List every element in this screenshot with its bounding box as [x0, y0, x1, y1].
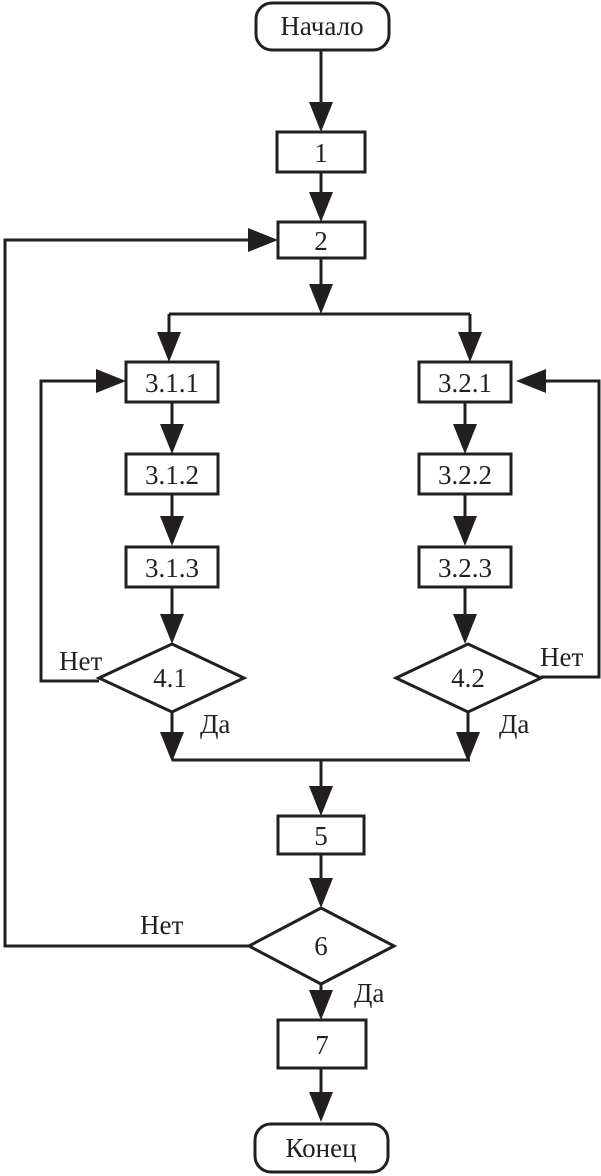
arrowhead-to-322: [453, 424, 477, 454]
arrowhead-to-42: [453, 614, 477, 644]
end-label: Конец: [285, 1133, 356, 1163]
decision-4-2: 4.2: [392, 642, 545, 714]
label-no-4-2: Нет: [540, 642, 583, 672]
label-yes-4-1: Да: [200, 709, 230, 739]
process-block-3-2-3: 3.2.3: [417, 545, 513, 589]
process-block-7: 7: [276, 1018, 368, 1070]
block-label: 3.1.1: [145, 368, 199, 398]
process-block-1: 1: [275, 130, 367, 174]
arrowhead-to-1: [309, 102, 333, 132]
arrowhead-to-6: [309, 878, 333, 908]
process-block-3-2-2: 3.2.2: [417, 452, 513, 496]
arrowhead-6-yes: [309, 990, 333, 1020]
label-yes-6: Да: [354, 978, 384, 1008]
block-label: 3.2.2: [438, 460, 492, 490]
block-label: 7: [315, 1030, 329, 1060]
block-label: 3.1.2: [145, 460, 199, 490]
label-yes-4-2: Да: [499, 709, 529, 739]
arrowhead-41-yes: [160, 732, 184, 762]
block-label: 2: [314, 226, 328, 256]
decision-label: 4.2: [451, 663, 485, 693]
arrowhead-to-312: [160, 424, 184, 454]
start-terminator: Начало: [254, 1, 391, 52]
decision-label: 6: [314, 931, 328, 961]
end-terminator: Конец: [253, 1122, 390, 1174]
decision-label: 4.1: [153, 663, 187, 693]
process-block-3-1-2: 3.1.2: [124, 452, 220, 496]
process-block-5: 5: [276, 814, 366, 856]
block-label: 5: [314, 821, 328, 851]
process-block-3-1-3: 3.1.3: [124, 545, 220, 589]
arrowhead-to-323: [453, 516, 477, 546]
process-block-3-1-1: 3.1.1: [124, 360, 220, 404]
block-label: 3.1.3: [145, 553, 199, 583]
arrowhead-to-41: [160, 614, 184, 644]
arrowhead-42-yes: [456, 732, 480, 762]
arrowhead-to-321: [458, 332, 482, 362]
arrowhead-to-313: [160, 516, 184, 546]
label-no-4-1: Нет: [59, 646, 102, 676]
arrowhead-to-311: [157, 332, 181, 362]
decision-6: 6: [245, 906, 398, 986]
process-block-2: 2: [276, 220, 367, 260]
process-block-3-2-1: 3.2.1: [417, 360, 513, 404]
label-no-6: Нет: [140, 910, 183, 940]
arrowhead-split: [309, 284, 333, 314]
arrowheads: [96, 102, 546, 1122]
decision-4-1: 4.1: [95, 642, 248, 714]
arrowhead-to-end: [309, 1092, 333, 1122]
start-label: Начало: [280, 11, 363, 41]
arrowhead-to-5: [309, 786, 333, 816]
arrowhead-loop-42: [516, 369, 546, 393]
arrowhead-loop-6: [248, 228, 278, 252]
block-label: 3.2.1: [438, 368, 492, 398]
arrowhead-loop-41: [96, 369, 126, 393]
arrowhead-to-2: [309, 192, 333, 222]
block-label: 1: [314, 138, 328, 168]
block-label: 3.2.3: [438, 553, 492, 583]
